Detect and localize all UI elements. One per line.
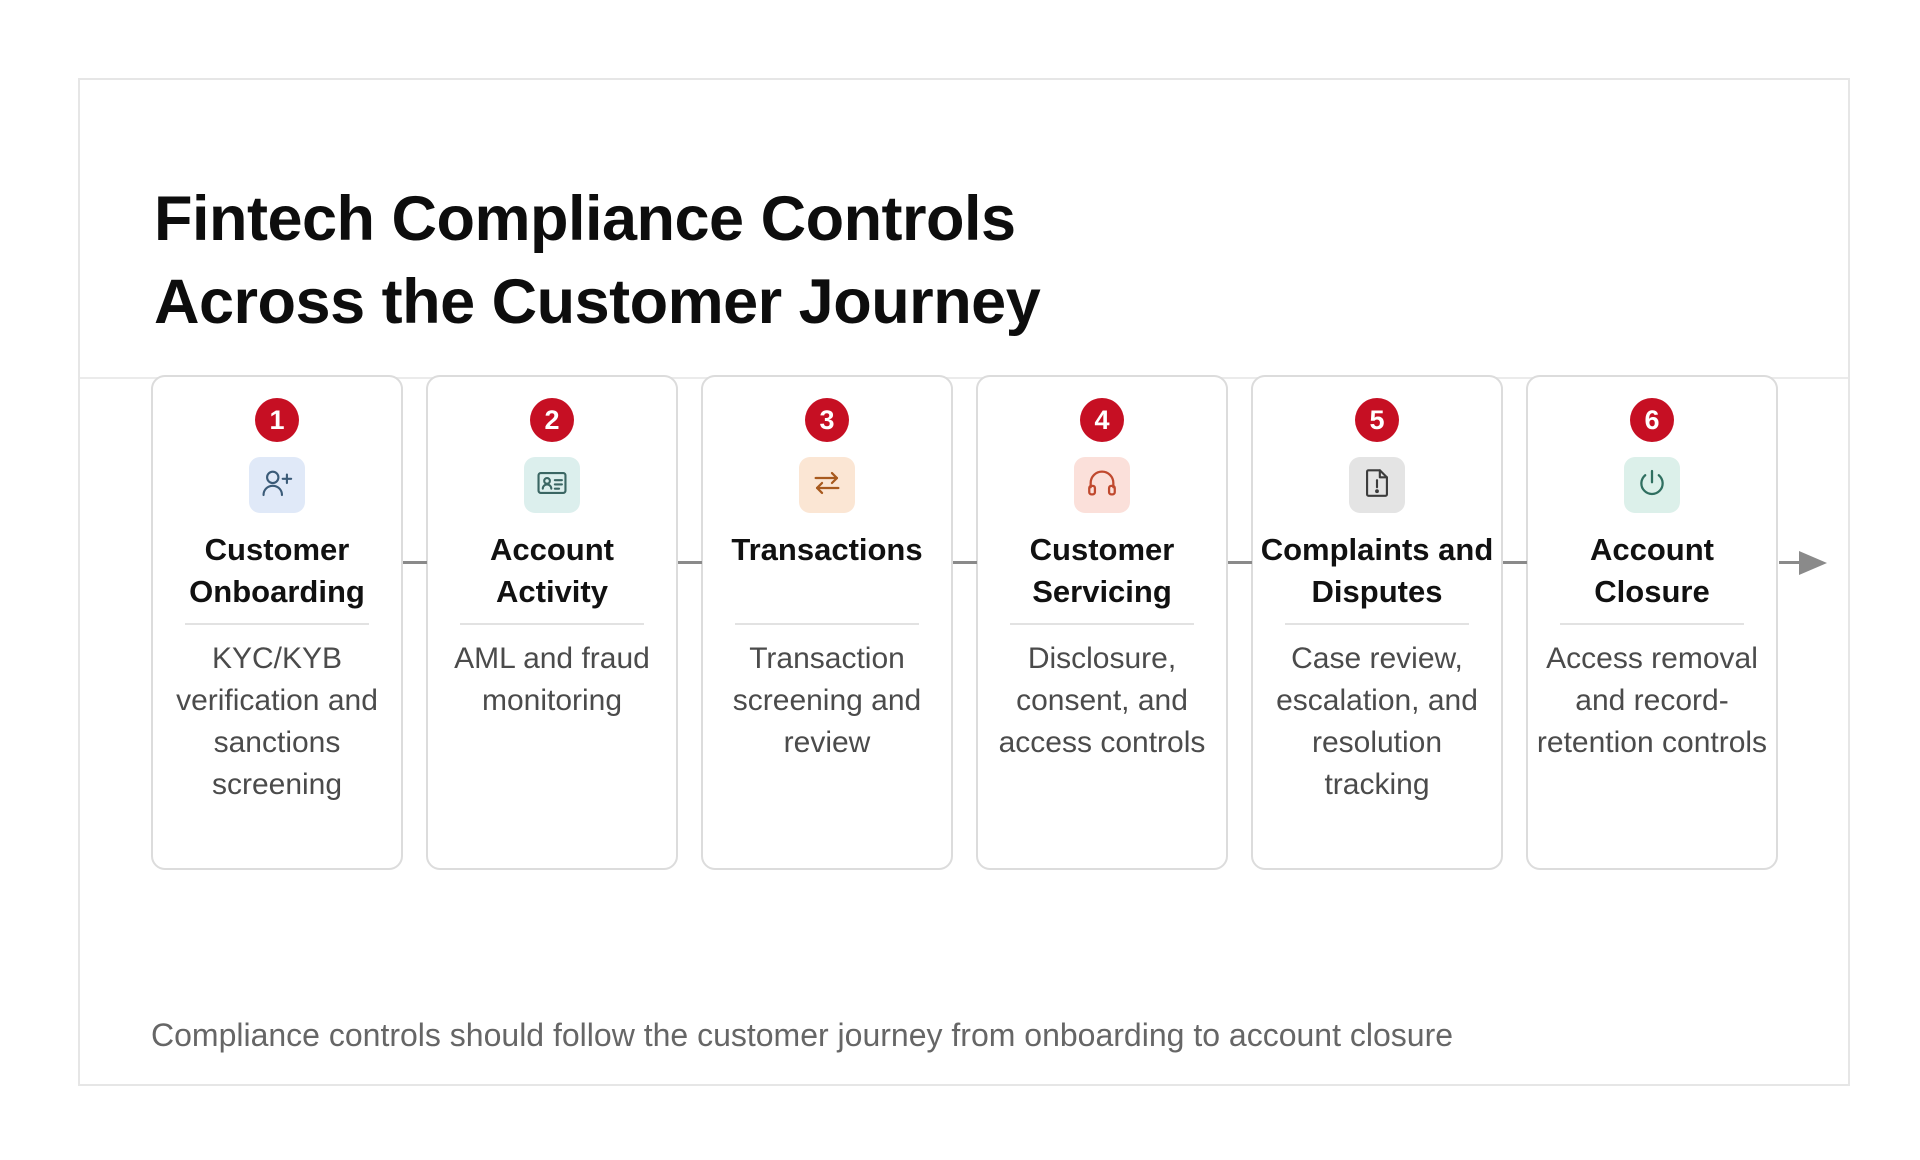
step-title: Account Closure bbox=[1590, 532, 1714, 609]
page-title: Fintech Compliance Controls Across the C… bbox=[154, 178, 1041, 344]
card-divider bbox=[185, 623, 369, 625]
icon-tile bbox=[799, 457, 855, 513]
card-divider bbox=[1285, 623, 1469, 625]
step-description: Transaction screening and review bbox=[732, 642, 922, 759]
arrow-right-icon bbox=[1799, 551, 1827, 575]
step-card-account-activity: 2 Account Activity AML and fraud monitor… bbox=[426, 375, 678, 870]
step-card-transactions: 3 Transactions Transaction screening and… bbox=[701, 375, 953, 870]
icon-tile bbox=[1074, 457, 1130, 513]
flow-connector bbox=[678, 561, 702, 564]
step-number-badge: 5 bbox=[1355, 398, 1399, 442]
id-card-icon bbox=[535, 466, 569, 505]
alert-document-icon bbox=[1360, 466, 1394, 505]
step-title: Account Activity bbox=[490, 532, 614, 609]
step-description: AML and fraud monitoring bbox=[454, 642, 650, 717]
step-title: Customer Onboarding bbox=[189, 532, 365, 609]
step-description: Case review, escalation, and resolution … bbox=[1276, 642, 1478, 801]
swap-arrows-icon bbox=[810, 466, 844, 505]
step-number-badge: 3 bbox=[805, 398, 849, 442]
flow-connector bbox=[403, 561, 427, 564]
icon-tile bbox=[1624, 457, 1680, 513]
power-icon bbox=[1635, 466, 1669, 505]
icon-tile bbox=[524, 457, 580, 513]
icon-tile bbox=[1349, 457, 1405, 513]
flow-connector bbox=[1503, 561, 1527, 564]
flow-end-line bbox=[1779, 561, 1801, 564]
title-line-1: Fintech Compliance Controls bbox=[154, 184, 1016, 254]
icon-tile bbox=[249, 457, 305, 513]
step-title: Customer Servicing bbox=[1029, 532, 1175, 609]
step-title: Complaints and Disputes bbox=[1260, 532, 1494, 609]
step-description: KYC/KYB verification and sanctions scree… bbox=[176, 642, 378, 801]
title-line-2: Across the Customer Journey bbox=[154, 267, 1041, 337]
step-number-badge: 4 bbox=[1080, 398, 1124, 442]
headset-icon bbox=[1085, 466, 1119, 505]
step-number-badge: 6 bbox=[1630, 398, 1674, 442]
step-card-customer-servicing: 4 Customer Servicing Disclosure, consent… bbox=[976, 375, 1228, 870]
flow-connector bbox=[953, 561, 977, 564]
step-card-customer-onboarding: 1 Customer Onboarding KYC/KYB verificati… bbox=[151, 375, 403, 870]
step-title: Transactions bbox=[731, 532, 923, 567]
step-number-badge: 1 bbox=[255, 398, 299, 442]
step-description: Access removal and record-retention cont… bbox=[1536, 642, 1768, 759]
card-divider bbox=[735, 623, 919, 625]
step-card-account-closure: 6 Account Closure Access removal and rec… bbox=[1526, 375, 1778, 870]
header-divider bbox=[80, 377, 1848, 379]
card-divider bbox=[460, 623, 644, 625]
step-description: Disclosure, consent, and access controls bbox=[998, 642, 1206, 759]
diagram-caption: Compliance controls should follow the cu… bbox=[151, 1017, 1454, 1053]
card-divider bbox=[1010, 623, 1194, 625]
add-user-icon bbox=[260, 466, 294, 505]
step-number-badge: 2 bbox=[530, 398, 574, 442]
card-divider bbox=[1560, 623, 1744, 625]
step-card-complaints-and-disputes: 5 Complaints and Disputes Case review, e… bbox=[1251, 375, 1503, 870]
flow-connector bbox=[1228, 561, 1252, 564]
